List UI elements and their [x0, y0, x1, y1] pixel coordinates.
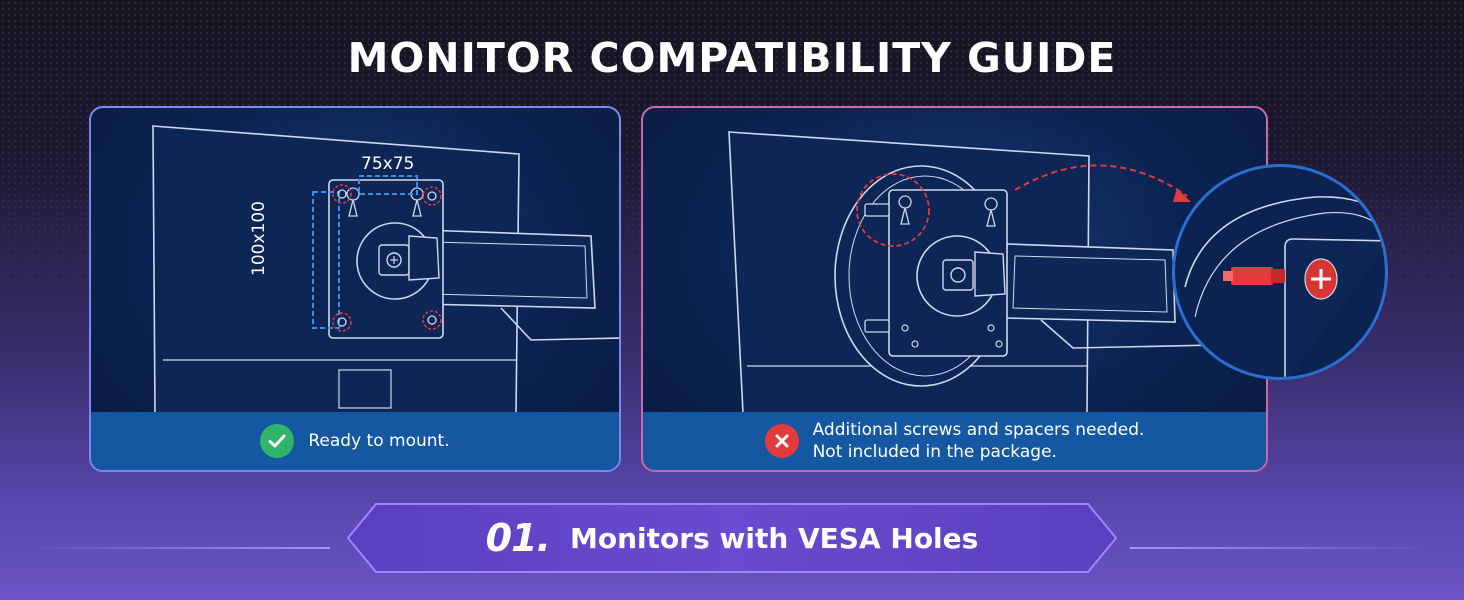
dimension-horizontal-label: 75x75 [361, 154, 415, 174]
monitor-vesa-ready-illustration [152, 125, 619, 414]
x-icon [764, 424, 799, 458]
section-banner: 01. Monitors with VESA Holes [346, 502, 1118, 574]
panel-compatible: 75x75 100x100 Ready to mount. [89, 106, 621, 472]
monitor-needs-spacers-illustration [728, 131, 1264, 414]
panel-caption: Additional screws and spacers needed. No… [812, 420, 1145, 462]
check-icon [260, 424, 295, 458]
banner-line-left [30, 547, 330, 549]
dimension-vertical-label: 100x100 [249, 201, 269, 276]
screw-spacer-detail [1184, 196, 1385, 377]
caption-bar: Additional screws and spacers needed. No… [643, 412, 1266, 470]
screw-detail-zoom [1172, 164, 1388, 380]
banner-line-right [1130, 547, 1430, 549]
section-label: Monitors with VESA Holes [570, 521, 979, 555]
page-title: MONITOR COMPATIBILITY GUIDE [347, 34, 1117, 82]
section-banner-shape [346, 503, 1118, 573]
panel-incompatible: Additional screws and spacers needed. No… [641, 106, 1268, 472]
panel-caption: Ready to mount. [308, 431, 450, 451]
caption-bar: Ready to mount. [91, 412, 619, 470]
section-number: 01. [485, 516, 551, 560]
